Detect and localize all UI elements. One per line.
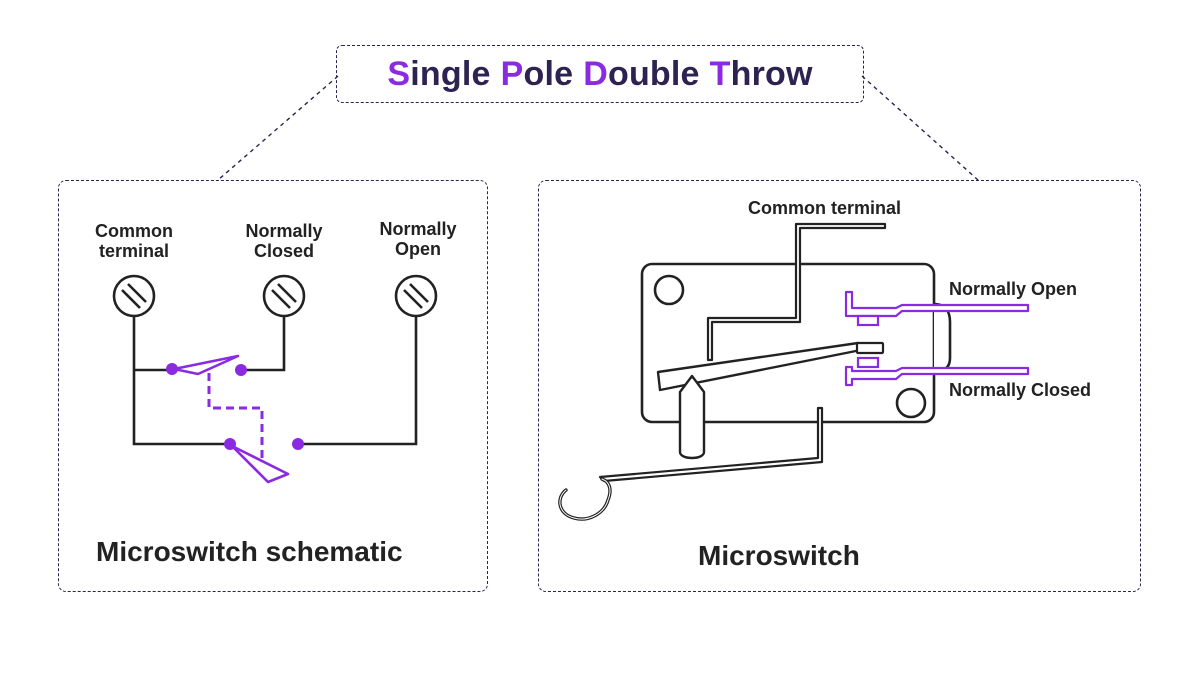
schematic-caption: Microswitch schematic (96, 536, 403, 567)
diagram-title: Single Pole Double Throw (336, 45, 864, 103)
mechanical-link (207, 373, 264, 458)
normally-open-contact (844, 290, 1030, 327)
microswitch-panel (538, 180, 1141, 592)
label-ms-common-terminal: Common terminal (748, 198, 902, 218)
switch-housing (640, 262, 952, 424)
upper-switch-contact (166, 354, 247, 376)
label-ms-normally-closed: Normally Closed (949, 380, 1092, 400)
title-word-4: Throw (709, 54, 813, 93)
title-word-2: Pole (500, 54, 574, 93)
title-word-3: Double (583, 54, 700, 93)
lever-hook (558, 477, 612, 521)
mounting-hole-bottom (895, 387, 927, 419)
mounting-hole-top (653, 274, 685, 306)
schematic-panel (58, 180, 488, 592)
blade-contact-button (855, 341, 885, 355)
lower-switch-contact (224, 438, 304, 484)
label-common-terminal: Common terminal (95, 221, 173, 261)
common-terminal-lead (706, 222, 887, 362)
plunger (678, 374, 706, 460)
label-normally-closed: Normally Closed (245, 221, 323, 261)
label-ms-normally-open: Normally Open (949, 279, 1078, 299)
schematic-wires (132, 316, 418, 446)
normally-closed-contact (844, 356, 1030, 387)
title-word-1: Single (387, 54, 491, 93)
microswitch-caption: Microswitch (698, 540, 860, 571)
terminal-screw-nc (262, 274, 306, 318)
label-normally-open: Normally Open (379, 219, 457, 259)
